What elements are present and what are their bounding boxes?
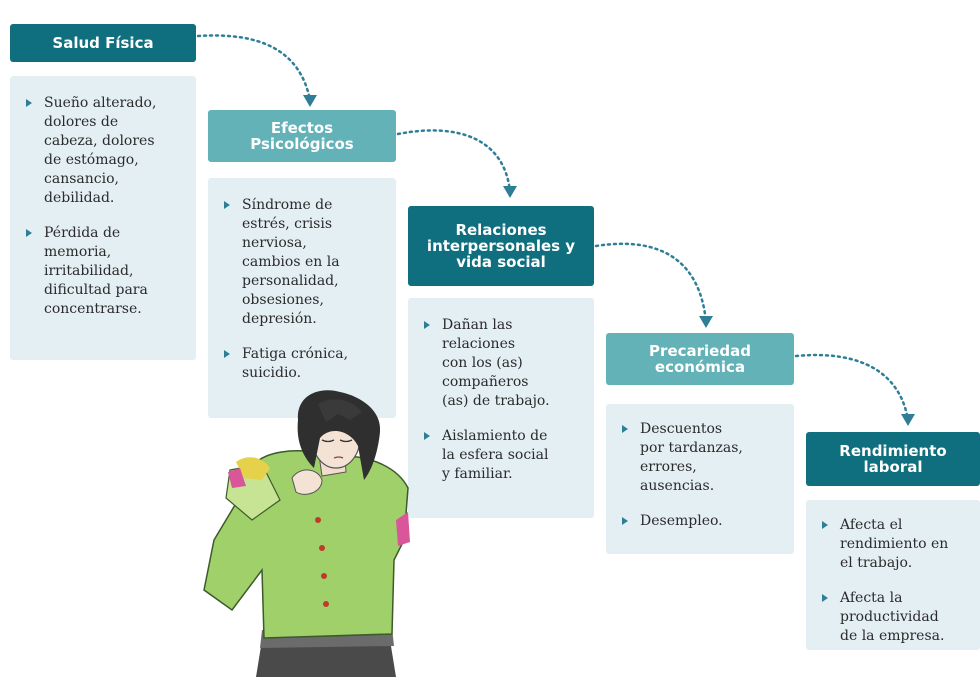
arrow-4 (794, 353, 910, 422)
bullet-icon (822, 594, 828, 602)
scarf-shape (236, 457, 270, 480)
arrowhead-1 (303, 95, 317, 107)
shirt-button (315, 517, 321, 523)
panel-precariedad-economica: Descuentos por tardanzas, errores, ausen… (606, 404, 794, 554)
list-item: Afecta la productividad de la empresa. (812, 589, 976, 646)
eye-right (339, 439, 353, 443)
panel-relaciones-interpersonales: Dañan las relaciones con los (as) compañ… (408, 298, 594, 518)
header-precariedad-economica: Precariedad económica (606, 333, 794, 385)
arrowhead-3 (699, 316, 713, 328)
eye-left (321, 439, 335, 443)
list-item: Sueño alterado, dolores de cabeza, dolor… (16, 94, 190, 208)
hand-shape (291, 469, 323, 495)
pants-shape (256, 640, 396, 677)
shirt-button (323, 601, 329, 607)
arrowhead-4 (901, 414, 915, 426)
list-item: Pérdida de memoria, irritabilidad, dific… (16, 224, 190, 319)
bullet-icon (622, 517, 628, 525)
bangs-shape (318, 399, 362, 422)
sleeve-accent (396, 512, 410, 546)
shirt-button (321, 573, 327, 579)
arrowhead-2 (503, 186, 517, 198)
list-item: Dañan las relaciones con los (as) compañ… (414, 316, 588, 411)
bullet-icon (26, 99, 32, 107)
bullet-icon (424, 432, 430, 440)
panel-salud-fisica: Sueño alterado, dolores de cabeza, dolor… (10, 76, 196, 360)
header-salud-fisica: Salud Física (10, 24, 196, 62)
header-rendimiento-laboral: Rendimiento laboral (806, 432, 980, 486)
header-relaciones-interpersonales: Relaciones interpersonales y vida social (408, 206, 594, 286)
bullet-icon (822, 521, 828, 529)
list-item: Fatiga crónica, suicidio. (214, 345, 390, 383)
arrow-2 (396, 129, 512, 194)
bullet-icon (424, 321, 430, 329)
arrow-1 (196, 34, 312, 102)
panel-rendimiento-laboral: Afecta el rendimiento en el trabajo. Afe… (806, 500, 980, 650)
scarf-accent (228, 468, 246, 488)
list-item: Desempleo. (612, 512, 788, 531)
bullet-icon (224, 350, 230, 358)
header-efectos-psicologicos: Efectos Psicológicos (208, 110, 396, 162)
mouth (333, 456, 344, 459)
bullet-icon (224, 201, 230, 209)
list-item: Aislamiento de la esfera social y famili… (414, 427, 588, 484)
panel-efectos-psicologicos: Síndrome de estrés, crisis nerviosa, cam… (208, 178, 396, 418)
arrow-3 (594, 242, 708, 324)
list-item: Afecta el rendimiento en el trabajo. (812, 516, 976, 573)
bullet-icon (622, 425, 628, 433)
shirt-button (319, 545, 325, 551)
list-item: Descuentos por tardanzas, errores, ausen… (612, 420, 788, 496)
list-item: Síndrome de estrés, crisis nerviosa, cam… (214, 196, 390, 329)
bullet-icon (26, 229, 32, 237)
